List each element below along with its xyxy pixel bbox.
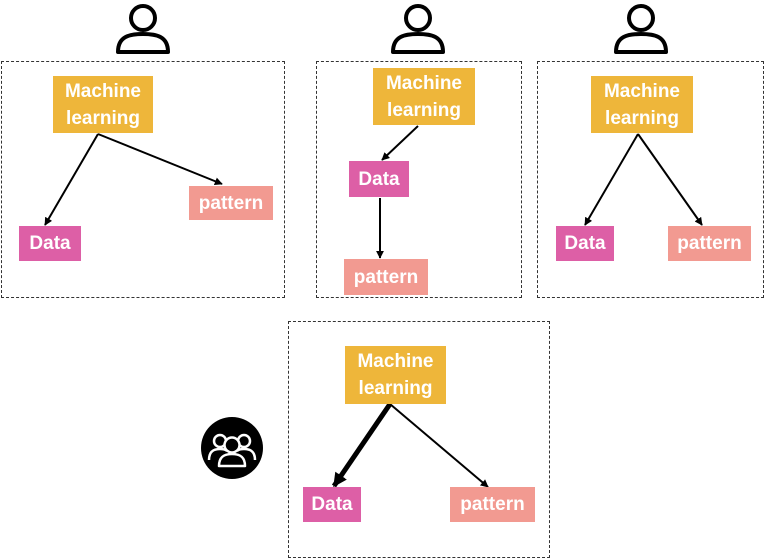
edge-ml-to-data [44,133,99,226]
panel-1 [1,61,285,298]
node-machine-learning: Machine learning [591,76,693,133]
group-icon [201,417,263,479]
node-data: Data [19,226,81,261]
node-data: Data [556,226,614,261]
node-machine-learning: Machine learning [345,346,446,404]
node-pattern: pattern [189,186,273,220]
person-icon [391,4,445,54]
node-pattern: pattern [668,226,751,261]
node-data: Data [349,161,409,197]
person-icon [614,4,668,54]
node-data: Data [303,487,361,522]
edge-ml-to-pattern [389,403,489,488]
edge-ml-to-data [584,133,639,226]
panel-consensus [288,321,550,558]
edge-ml-to-data-thick [331,402,393,488]
node-machine-learning: Machine learning [373,68,475,125]
node-pattern: pattern [344,259,428,295]
edge-ml-to-pattern [637,133,703,226]
edge-ml-to-data [381,125,419,161]
person-icon [116,4,170,54]
node-machine-learning: Machine learning [53,76,153,133]
panel-2 [316,61,522,298]
node-pattern: pattern [450,487,535,522]
edge-ml-to-pattern [97,133,223,186]
